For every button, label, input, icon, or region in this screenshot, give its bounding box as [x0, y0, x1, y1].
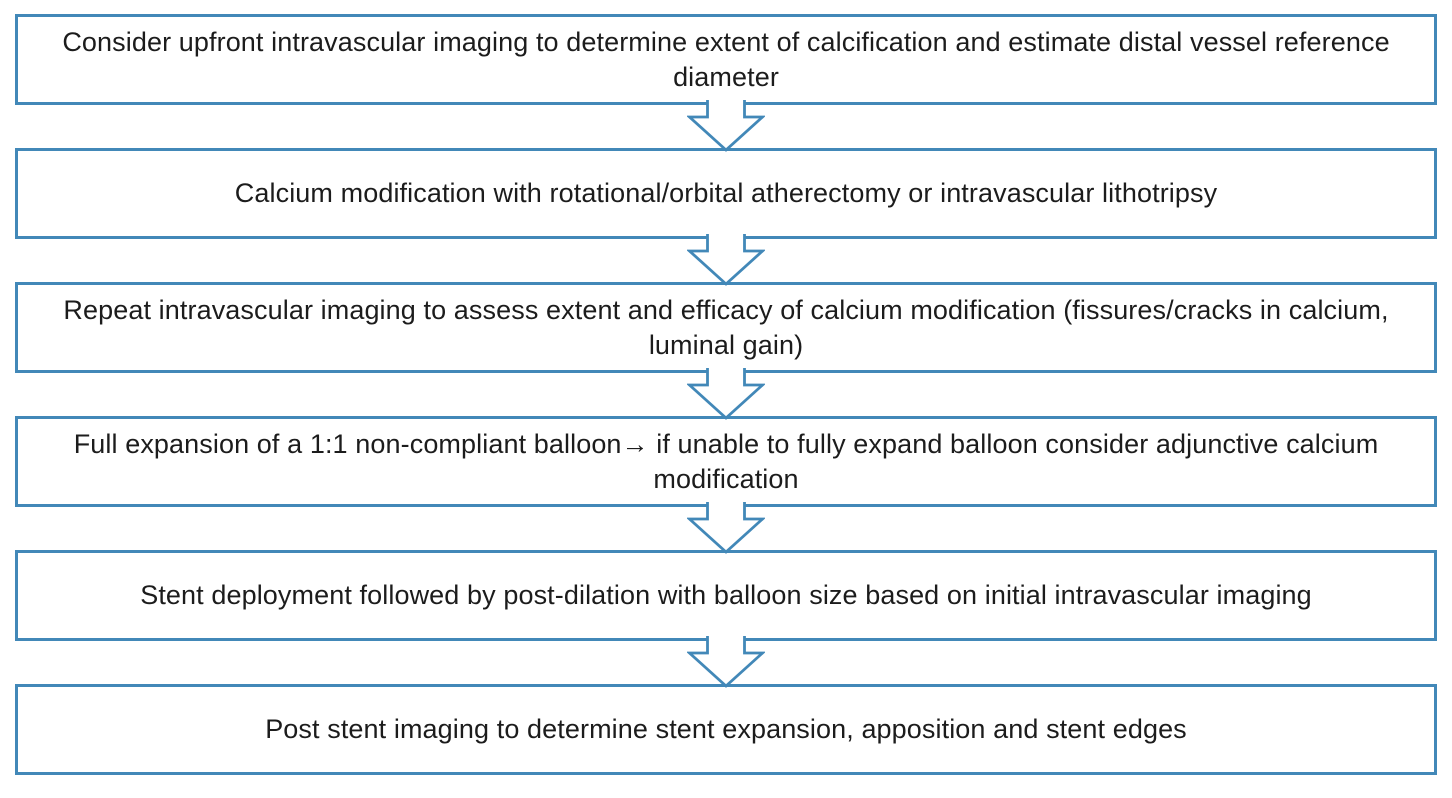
down-arrow-icon — [687, 234, 765, 286]
down-arrow-icon — [687, 368, 765, 420]
flow-step-3: Repeat intravascular imaging to assess e… — [15, 282, 1437, 373]
flow-step-6: Post stent imaging to determine stent ex… — [15, 684, 1437, 775]
down-arrow-icon — [687, 636, 765, 688]
flow-connector-3 — [15, 368, 1437, 420]
flow-step-6-text: Post stent imaging to determine stent ex… — [265, 714, 1187, 744]
flow-connector-2 — [15, 234, 1437, 286]
flow-step-4-text: Full expansion of a 1:1 non-compliant ba… — [73, 428, 1379, 494]
flow-step-1: Consider upfront intravascular imaging t… — [15, 14, 1437, 105]
down-arrow-icon — [687, 100, 765, 152]
flow-step-3-text: Repeat intravascular imaging to assess e… — [63, 294, 1389, 360]
flow-connector-5 — [15, 636, 1437, 688]
flow-connector-4 — [15, 502, 1437, 554]
flow-step-2: Calcium modification with rotational/orb… — [15, 148, 1437, 239]
flow-step-1-text: Consider upfront intravascular imaging t… — [62, 26, 1390, 92]
flow-step-5-text: Stent deployment followed by post-dilati… — [140, 580, 1312, 610]
flow-step-4: Full expansion of a 1:1 non-compliant ba… — [15, 416, 1437, 507]
flow-connector-1 — [15, 100, 1437, 152]
down-arrow-icon — [687, 502, 765, 554]
flow-step-2-text: Calcium modification with rotational/orb… — [234, 178, 1218, 208]
flow-step-5: Stent deployment followed by post-dilati… — [15, 550, 1437, 641]
